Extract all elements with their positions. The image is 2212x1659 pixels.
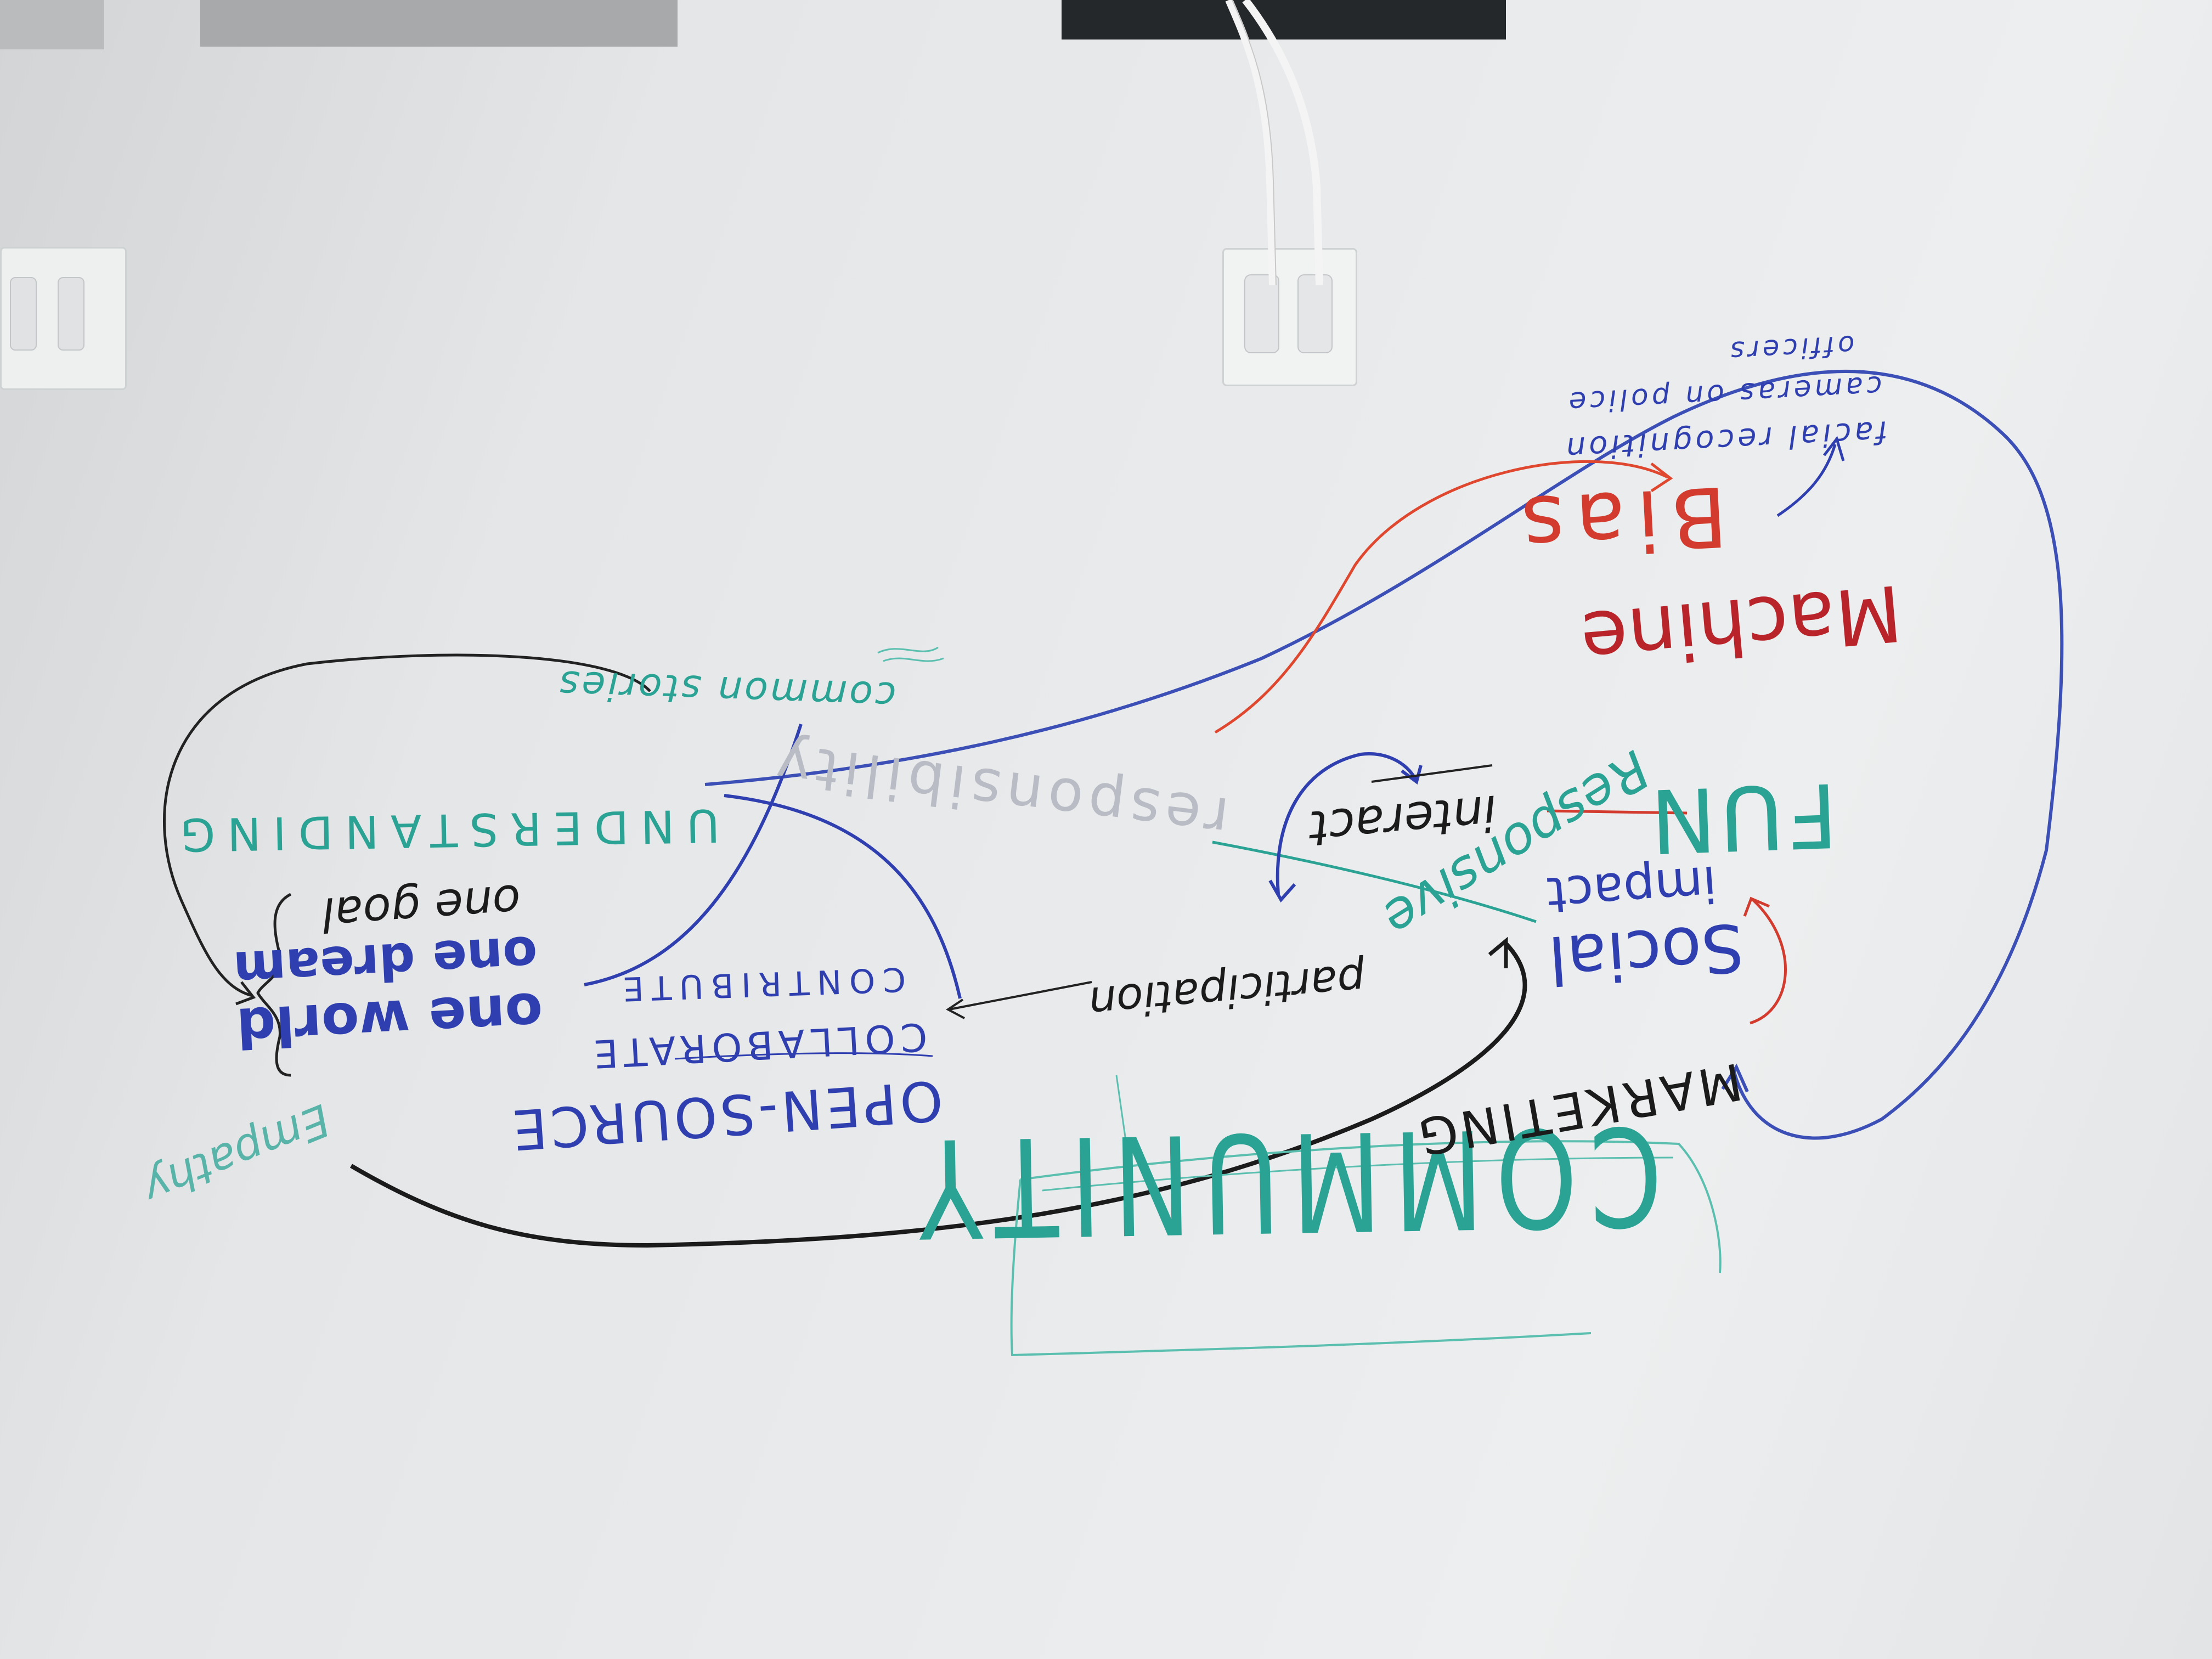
marketing-arrowhead: [1721, 1063, 1749, 1093]
community-box: [1010, 1140, 1722, 1357]
loop-arrowhead: [235, 981, 256, 1006]
one-dream-label: one dream: [232, 924, 539, 1000]
marketing-social-arrow: [1750, 899, 1787, 1025]
empathy-label: Empathy: [136, 1094, 337, 1215]
outlet-left-2: [58, 277, 84, 351]
outlet-center-1: [1244, 274, 1279, 353]
wall-panel-center: [200, 0, 678, 47]
empathy-impact-arrow: [349, 942, 1527, 1248]
large-blue-loop: [704, 370, 2064, 1140]
one-world-brace: [256, 893, 292, 1077]
impact-arrowhead: [1488, 936, 1508, 968]
interact-arrowhead-left: [1268, 879, 1296, 903]
one-dream-link: [584, 724, 803, 986]
outlet-left-1: [10, 277, 37, 351]
common-stories-label: common stories: [556, 662, 897, 719]
collaborate-label: COLLABORATE: [587, 1014, 929, 1077]
open-source-label: OPEN-SOURCE: [507, 1068, 945, 1163]
interact-arc-top: [1276, 752, 1417, 895]
interact-underline: [1371, 764, 1493, 783]
common-stories-loop-arrow: [163, 653, 651, 997]
responsibility-label: responsibility: [767, 729, 1232, 852]
bias-facial-arrowhead: [1823, 436, 1845, 461]
participation-label: participation: [1086, 953, 1368, 1029]
open-source-underline: [674, 1052, 933, 1060]
bias-arc: [1214, 460, 1669, 734]
community-underline: [1042, 1156, 1674, 1192]
marketing-social-arrowhead: [1743, 896, 1770, 917]
cameras-on-police-label: cameras on police: [1565, 369, 1883, 419]
contribute-label: CONTRIBUTE: [614, 960, 907, 1008]
bias-label: Bias: [1508, 467, 1730, 574]
participation-arrow: [949, 981, 1092, 1011]
participation-arrowhead: [946, 998, 965, 1019]
bias-facial-arrow: [1776, 444, 1837, 517]
fun-interact-line: [1547, 809, 1688, 815]
understanding-label: UNDERSTANDING: [167, 799, 720, 861]
community-tick: [1115, 1075, 1128, 1153]
officers-label: officers: [1726, 329, 1856, 368]
outlet-center-2: [1297, 274, 1333, 353]
bias-arrowhead: [1650, 462, 1673, 493]
social-label: Social: [1546, 908, 1746, 998]
interact-arrowhead-right: [1401, 765, 1423, 785]
fun-label: FUN: [1645, 763, 1839, 873]
machine-label: Machine: [1577, 567, 1906, 685]
outlet-plate-left: [0, 247, 127, 390]
tv-monitor: [1062, 0, 1506, 40]
wall-panel-left: [0, 0, 104, 49]
scribble: [877, 646, 944, 662]
understanding-contribute-link: [724, 794, 962, 999]
facial-recognition-label: facial recognition: [1562, 414, 1889, 466]
teal-impact-line: [1212, 840, 1537, 923]
one-goal-label: one goal: [320, 874, 523, 942]
